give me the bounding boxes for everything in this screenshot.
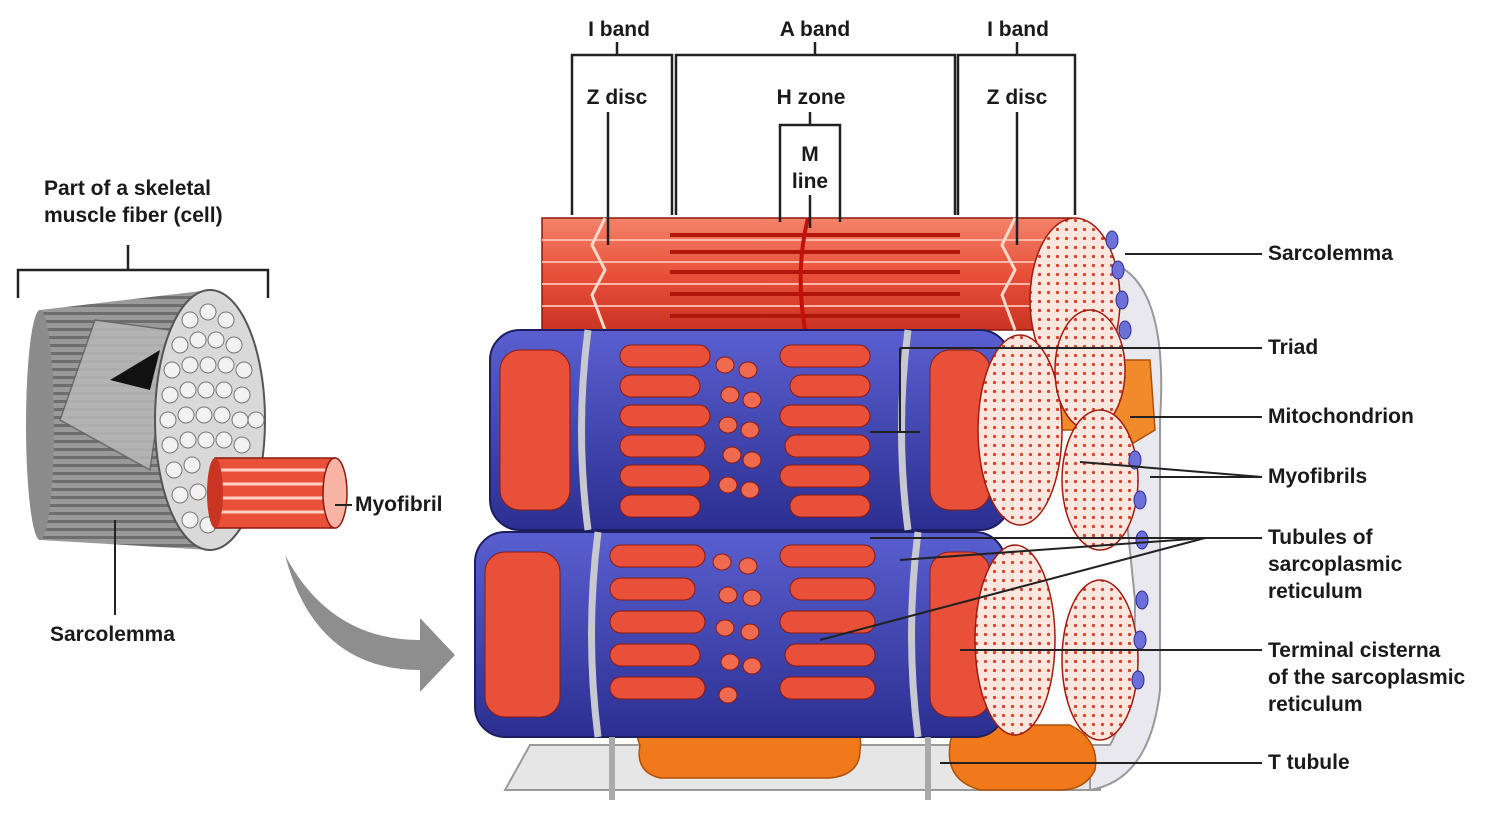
terminal-line-1: Terminal cisterna (1268, 639, 1441, 662)
sarcolemma-label: Sarcolemma (1268, 242, 1393, 265)
terminal-cisterna-label: Terminal cisterna of the sarcoplasmic re… (1268, 637, 1465, 718)
i-band-right-label: I band (987, 18, 1049, 41)
mitochondrion-label: Mitochondrion (1268, 405, 1414, 428)
m-line-label: M line (791, 141, 829, 195)
curved-arrow (285, 555, 455, 692)
left-sarcolemma-label: Sarcolemma (50, 623, 175, 646)
myofibril-top (541, 217, 1121, 383)
myofibril-label: Myofibril (355, 493, 443, 516)
m-line-line-1: M (801, 143, 819, 166)
tubules-line-1: Tubules of (1268, 526, 1373, 549)
tubules-line-2: sarcoplasmic (1268, 553, 1403, 576)
terminal-line-3: reticulum (1268, 693, 1363, 716)
h-zone-label: H zone (776, 86, 846, 109)
myofibrils-label: Myofibrils (1268, 465, 1368, 488)
muscle-fiber-cell (16, 245, 352, 615)
band-brackets (570, 42, 1077, 245)
a-band-label: A band (779, 18, 851, 41)
triad-label: Triad (1268, 336, 1319, 359)
z-disc-left-label: Z disc (586, 86, 648, 109)
t-tubule-label: T tubule (1268, 751, 1350, 774)
terminal-line-2: of the sarcoplasmic (1268, 666, 1466, 689)
myofibril-bundle (207, 457, 348, 529)
fiber-title-line-2: muscle fiber (cell) (44, 204, 223, 227)
fiber-title-label: Part of a skeletal muscle fiber (cell) (44, 175, 223, 229)
myofibril-bottom (474, 531, 1139, 741)
i-band-left-label: I band (588, 18, 650, 41)
fiber-title-line-1: Part of a skeletal (44, 177, 211, 200)
m-line-line-2: line (791, 170, 829, 193)
myofibril-middle (489, 309, 1139, 551)
sarcomere-block (474, 217, 1163, 800)
tubules-label: Tubules of sarcoplasmic reticulum (1268, 524, 1402, 605)
z-disc-right-label: Z disc (986, 86, 1048, 109)
fiber-bracket (16, 245, 270, 298)
leader-lines (819, 253, 1263, 764)
tubules-line-3: reticulum (1268, 580, 1363, 603)
